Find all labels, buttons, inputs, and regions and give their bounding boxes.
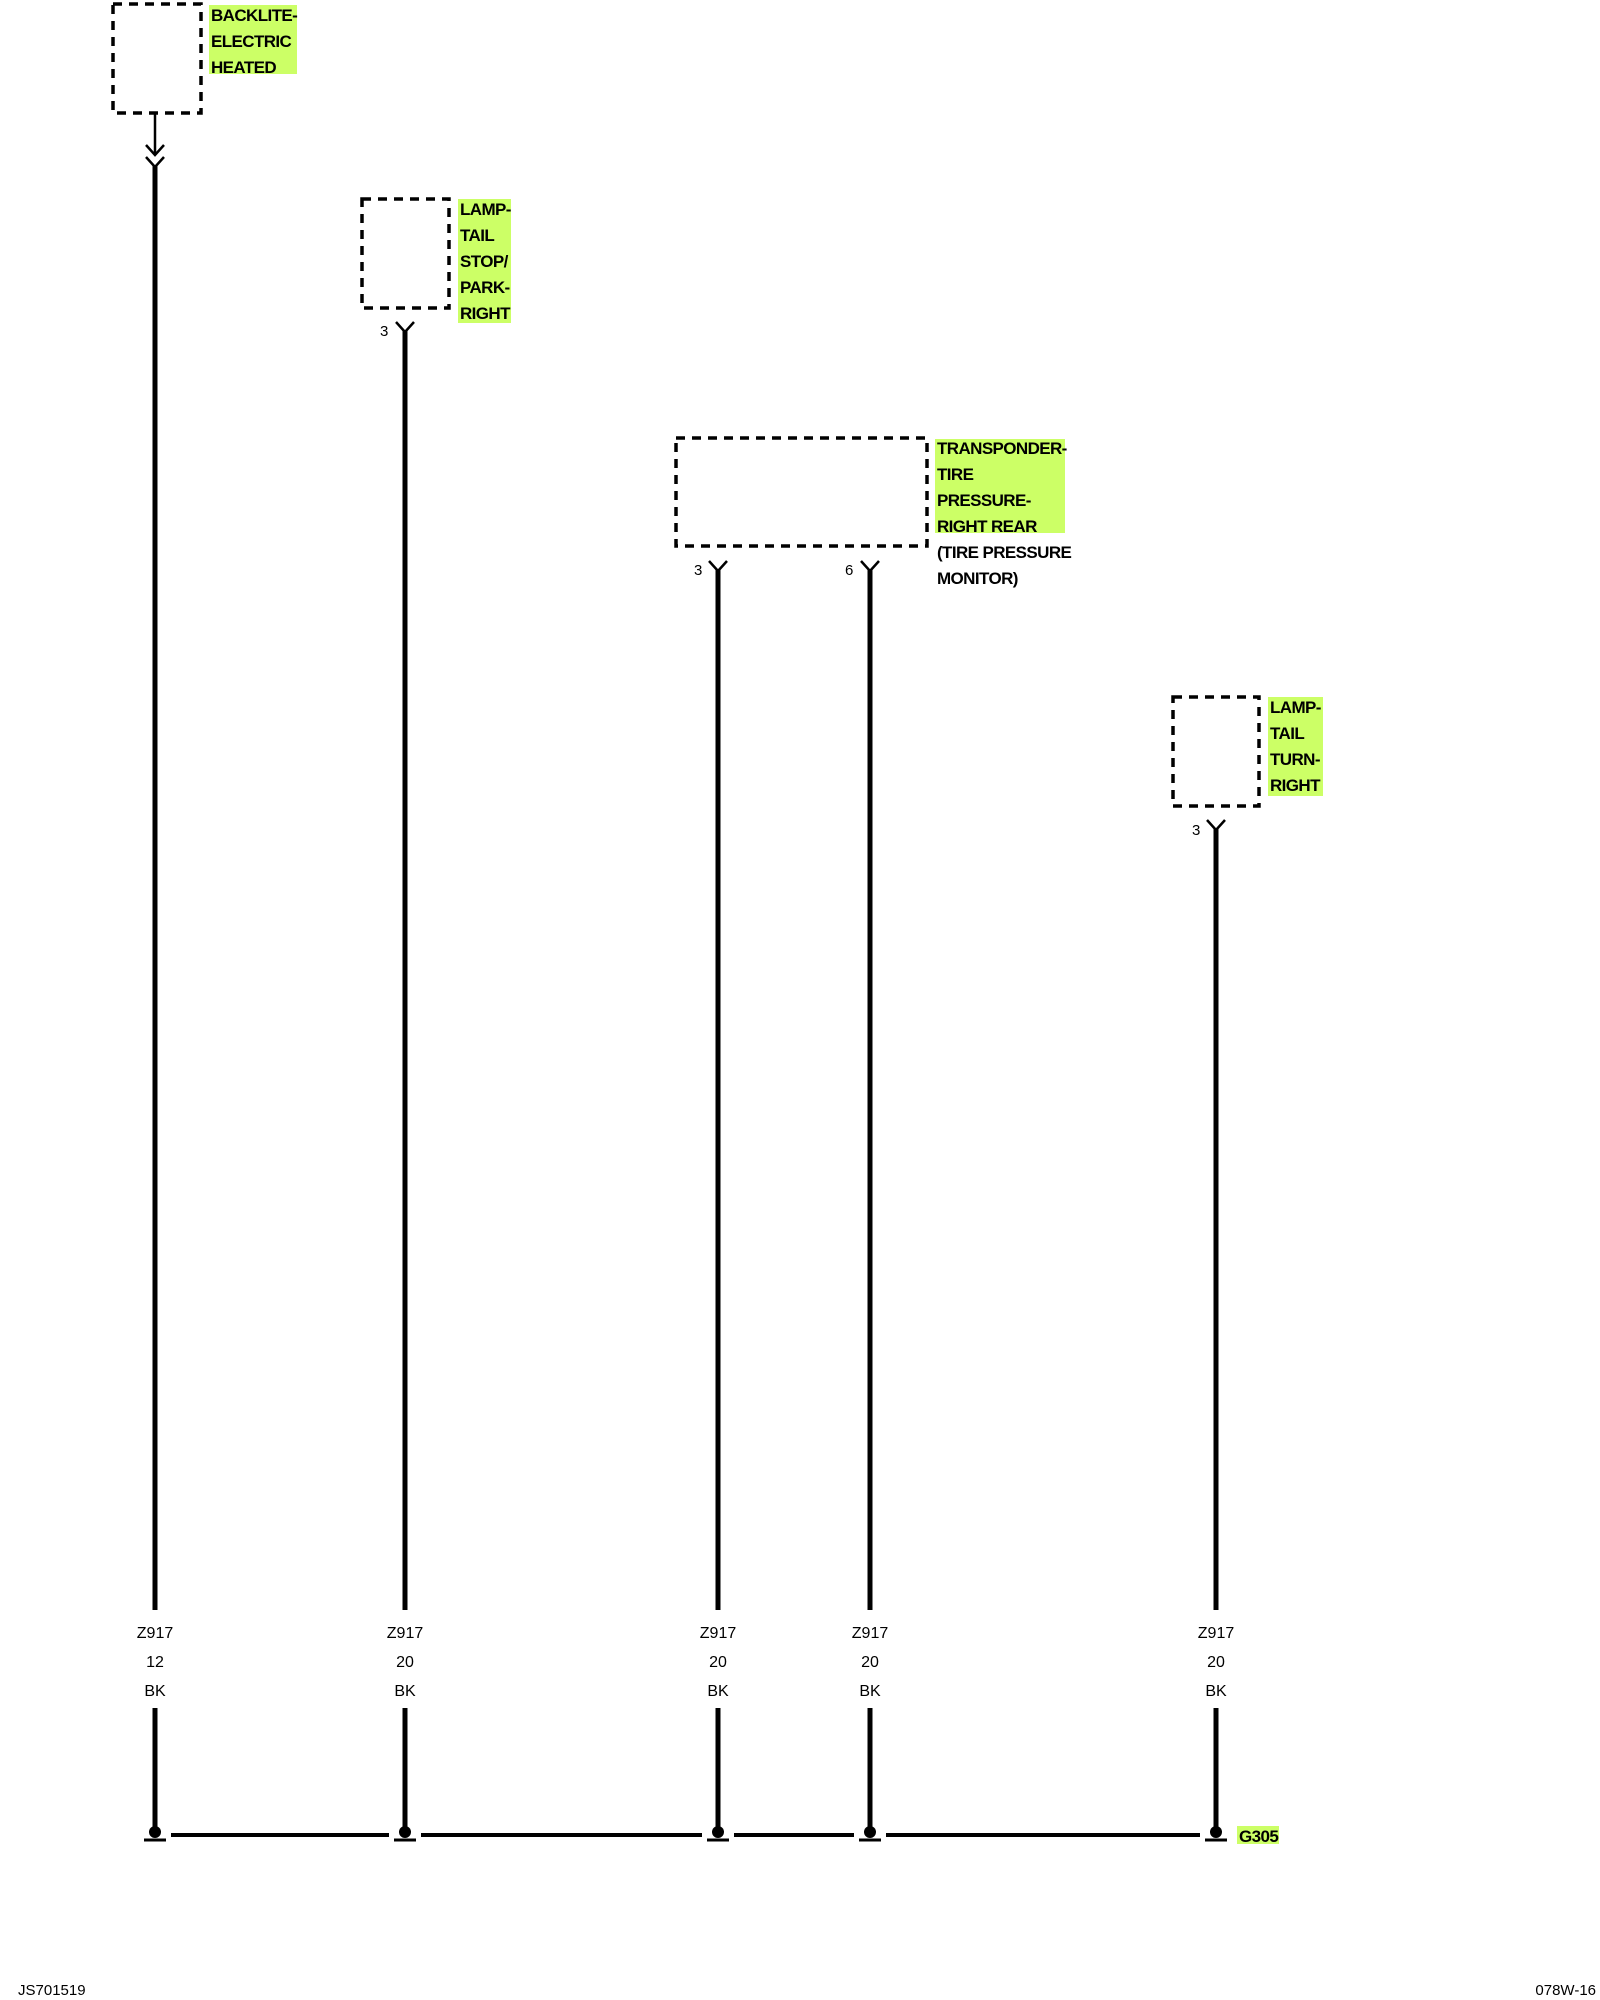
component-transponder[interactable]: TRANSPONDER- TIRE PRESSURE- RIGHT REAR (… xyxy=(674,436,1072,588)
wire-3-circuit: Z917 xyxy=(700,1625,737,1642)
splice-dot-3 xyxy=(707,1826,729,1842)
lamp-turn-box xyxy=(1171,695,1261,808)
transponder-sublabel-line2: MONITOR) xyxy=(937,569,1018,588)
transponder-pin-3: 3 xyxy=(694,562,702,579)
transponder-box xyxy=(674,436,929,548)
wire-3-color: BK xyxy=(707,1683,729,1700)
transponder-pin-6: 6 xyxy=(845,562,853,579)
backlite-label-line1: BACKLITE- xyxy=(211,6,297,25)
splice-dot-2 xyxy=(394,1826,416,1842)
backlite-arrow-head xyxy=(145,144,165,157)
ground-label-bg xyxy=(1237,1826,1279,1844)
wire-5-circuit: Z917 xyxy=(1198,1625,1235,1642)
lamp-turn-label-line3: TURN- xyxy=(1270,750,1320,769)
wire-4-circuit: Z917 xyxy=(852,1625,889,1642)
transponder-sublabel-line1: (TIRE PRESSURE xyxy=(937,543,1071,562)
wire-2-labels: Z917 20 BK xyxy=(387,1625,424,1700)
wire-1-labels: Z917 12 BK xyxy=(137,1625,174,1700)
lamp-stop-label-line4: PARK- xyxy=(460,278,510,297)
wire-5-gauge: 20 xyxy=(1207,1654,1225,1671)
wire-4-gauge: 20 xyxy=(861,1654,879,1671)
footer-right-code: 078W-16 xyxy=(1535,1982,1596,1999)
backlite-label-bg xyxy=(209,5,297,74)
transponder-label-line4: RIGHT REAR xyxy=(937,517,1037,536)
transponder-label-bg xyxy=(935,439,1065,533)
component-backlite[interactable]: BACKLITE- ELECTRIC HEATED xyxy=(111,2,298,169)
wire-5-color: BK xyxy=(1205,1683,1227,1700)
lamp-turn-pin-number: 3 xyxy=(1192,822,1200,839)
backlite-box xyxy=(111,2,203,115)
footer-left-code: JS701519 xyxy=(18,1982,86,1999)
wire-5-labels: Z917 20 BK xyxy=(1198,1625,1235,1700)
wire-2-color: BK xyxy=(394,1683,416,1700)
wire-1-circuit: Z917 xyxy=(137,1625,174,1642)
lamp-stop-label-line5: RIGHT xyxy=(460,304,511,323)
ground-bus: G305 xyxy=(144,1826,1279,1846)
splice-dot-5 xyxy=(1205,1826,1227,1842)
wire-1-gauge: 12 xyxy=(146,1654,164,1671)
backlite-label-line3: HEATED xyxy=(211,58,276,77)
lamp-turn-label-line1: LAMP- xyxy=(1270,698,1321,717)
wire-3-labels: Z917 20 BK xyxy=(700,1625,737,1700)
lamp-stop-label-line1: LAMP- xyxy=(460,200,511,219)
ground-label: G305 xyxy=(1239,1827,1278,1846)
wire-4-color: BK xyxy=(859,1683,881,1700)
splice-dot-1 xyxy=(144,1826,166,1842)
lamp-turn-label-bg xyxy=(1268,697,1323,796)
component-lamp-turn[interactable]: LAMP- TAIL TURN- RIGHT 3 xyxy=(1171,695,1323,839)
transponder-label-line1: TRANSPONDER- xyxy=(937,439,1067,458)
lamp-turn-label-line4: RIGHT xyxy=(1270,776,1321,795)
transponder-label-line3: PRESSURE- xyxy=(937,491,1031,510)
lamp-stop-label-bg xyxy=(458,199,511,323)
lamp-turn-label-line2: TAIL xyxy=(1270,724,1304,743)
backlite-label-line2: ELECTRIC xyxy=(211,32,292,51)
wire-2-circuit: Z917 xyxy=(387,1625,424,1642)
wire-2-gauge: 20 xyxy=(396,1654,414,1671)
wire-4-labels: Z917 20 BK xyxy=(852,1625,889,1700)
lamp-stop-box xyxy=(360,197,451,310)
lamp-stop-label-line2: TAIL xyxy=(460,226,494,245)
wire-1-color: BK xyxy=(144,1683,166,1700)
component-lamp-stop-park[interactable]: LAMP- TAIL STOP/ PARK- RIGHT 3 xyxy=(360,197,512,340)
wire-3-gauge: 20 xyxy=(709,1654,727,1671)
lamp-stop-pin-number: 3 xyxy=(380,323,388,340)
transponder-label-line2: TIRE xyxy=(937,465,974,484)
lamp-stop-label-line3: STOP/ xyxy=(460,252,509,271)
splice-dot-4 xyxy=(859,1826,881,1842)
